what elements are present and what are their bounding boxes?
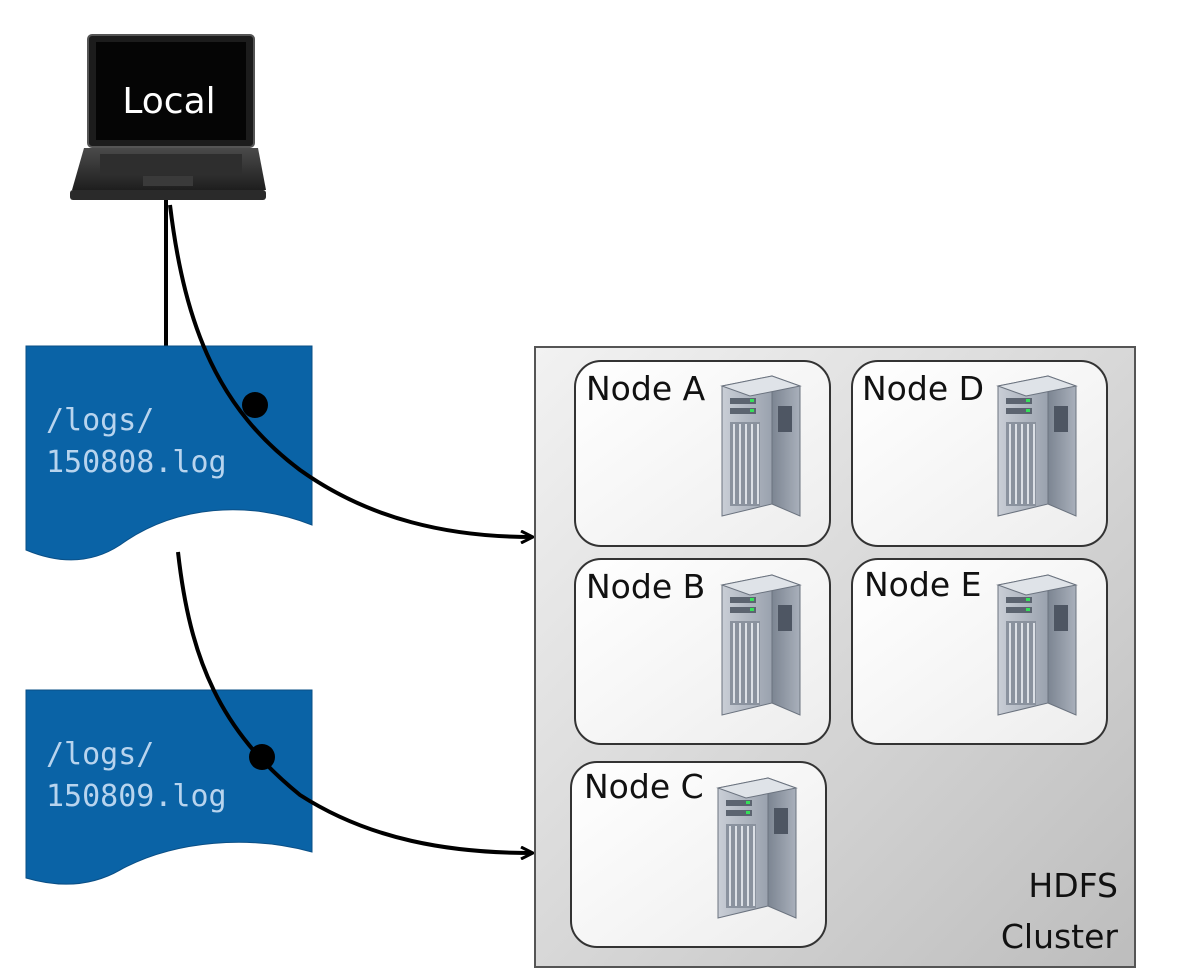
arrow-dot-150809: [249, 744, 275, 770]
server-icon: [997, 375, 1077, 517]
cluster-label-line1: HDFS: [1028, 866, 1118, 905]
arrow-dot-150808: [242, 392, 268, 418]
node-c-label: Node C: [584, 767, 704, 806]
node-c: Node C: [570, 761, 827, 948]
log-file-150809-name: 150809.log: [46, 779, 227, 814]
log-file-150809-dir: /logs/: [46, 737, 154, 772]
node-e: Node E: [851, 558, 1108, 745]
node-a-label: Node A: [586, 369, 706, 408]
node-d: Node D: [851, 360, 1108, 547]
log-file-150808-name: 150808.log: [46, 445, 227, 480]
log-file-150808-dir: /logs/: [46, 403, 154, 438]
node-b: Node B: [574, 558, 831, 745]
node-b-label: Node B: [586, 567, 705, 606]
server-icon: [721, 375, 801, 517]
laptop-icon: [70, 34, 266, 200]
server-icon: [721, 574, 801, 716]
upload-arrow-150808: [168, 204, 532, 537]
node-a: Node A: [574, 360, 831, 547]
upload-arrow-150809: [176, 551, 532, 853]
log-file-150808: [25, 345, 313, 561]
node-e-label: Node E: [864, 565, 981, 604]
cluster-label-line2: Cluster: [1001, 917, 1119, 956]
server-icon: [997, 574, 1077, 716]
node-d-label: Node D: [862, 369, 984, 408]
log-file-150809: [25, 689, 313, 885]
laptop-label: Local: [122, 81, 215, 122]
server-icon: [717, 777, 797, 919]
